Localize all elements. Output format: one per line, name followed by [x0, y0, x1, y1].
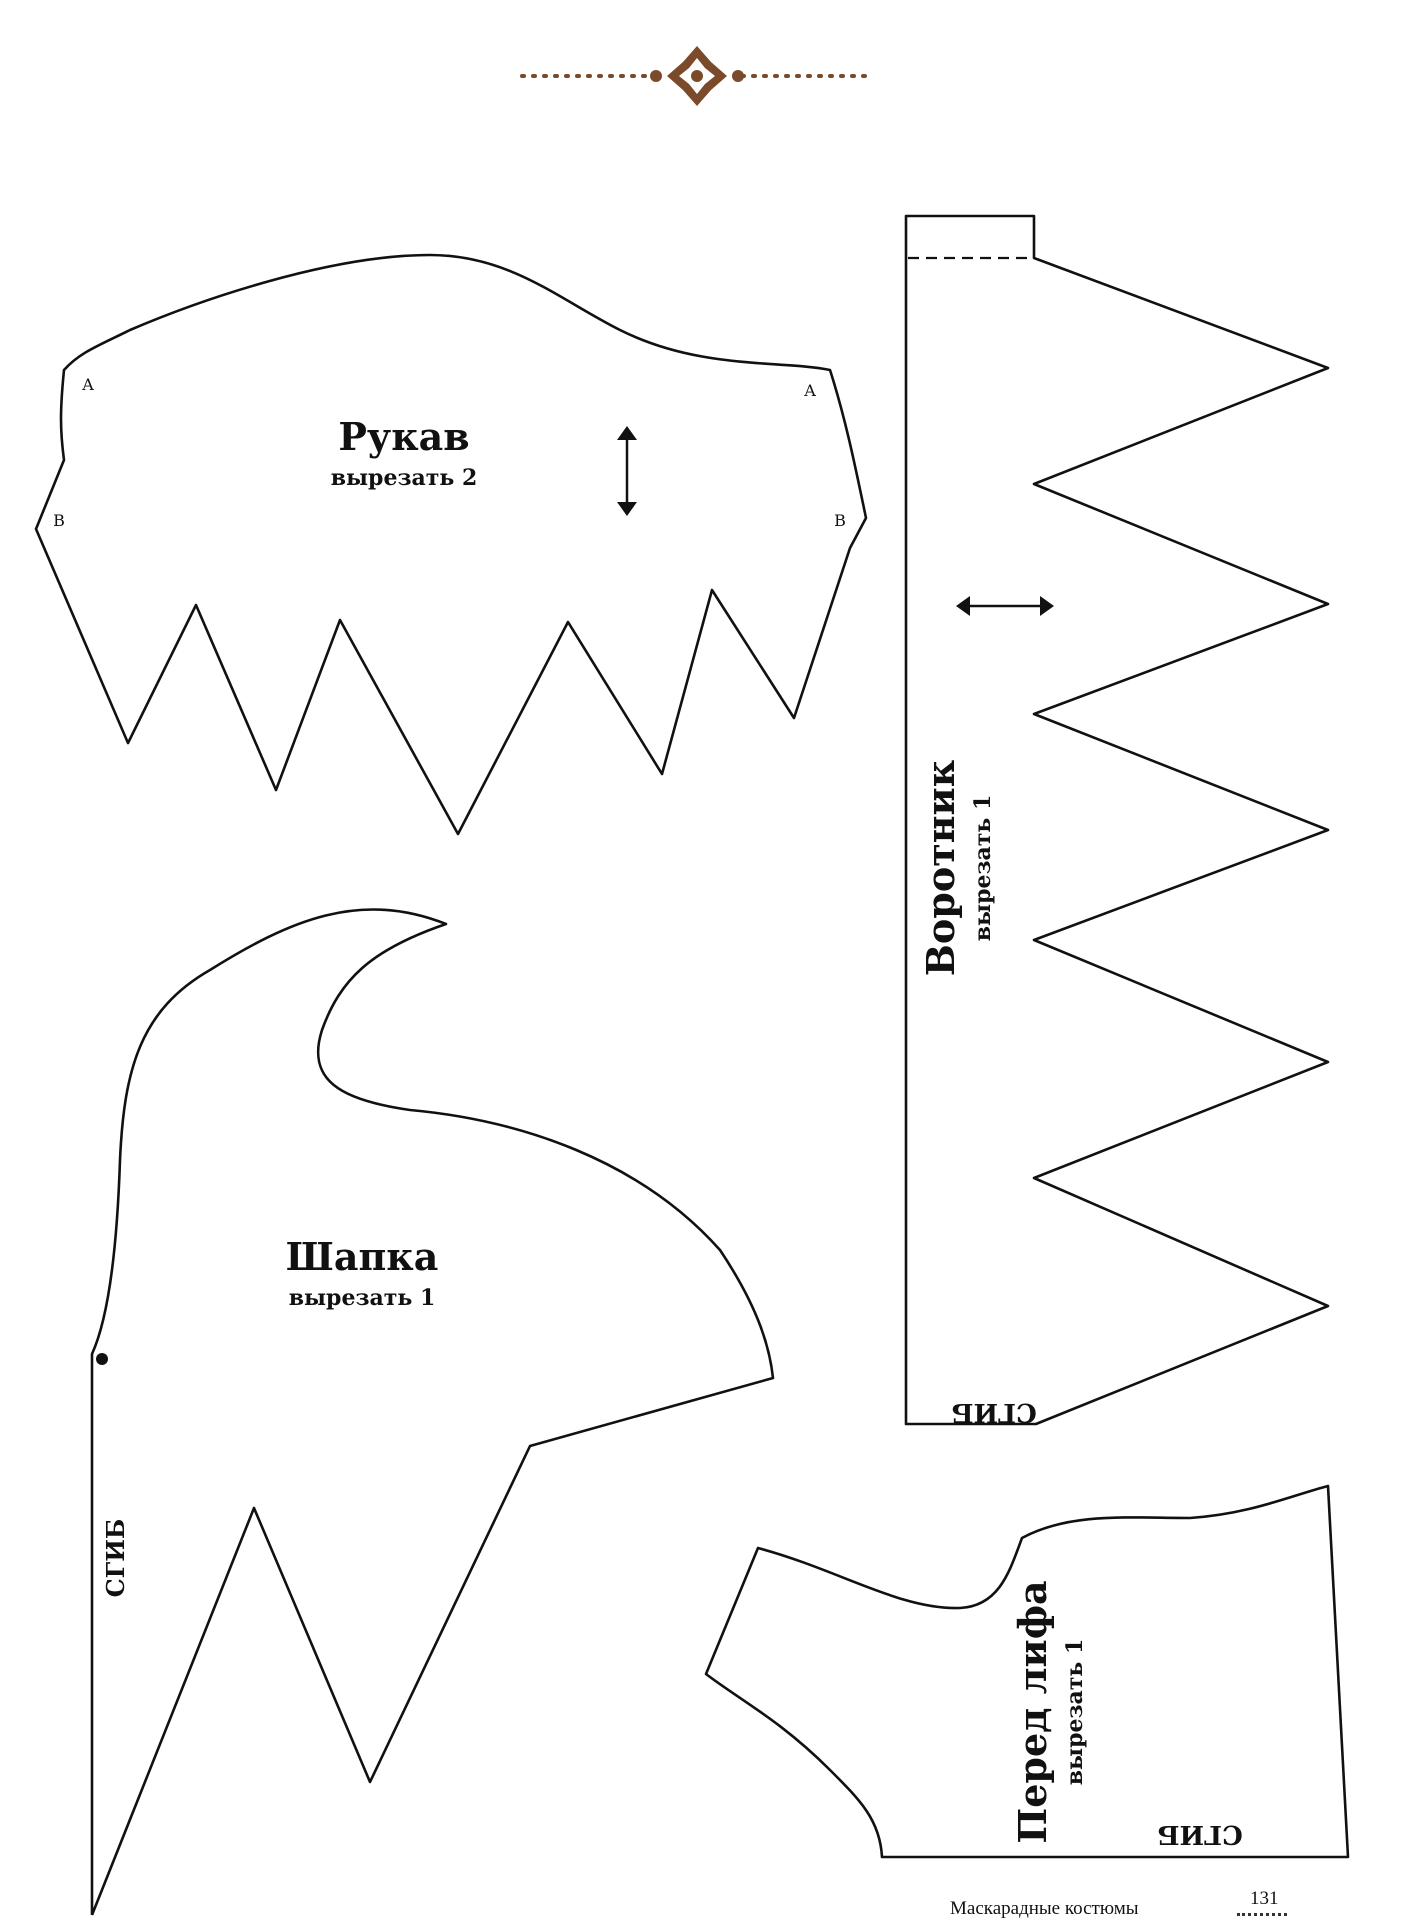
footer-book-title: Маскарадные костюмы [950, 1898, 1139, 1919]
hat-title: Шапка [286, 1234, 439, 1279]
sleeve-title: Рукав [338, 414, 469, 459]
hat-fold-label: СГИБ [101, 1519, 130, 1598]
grainline-arrow-icon [956, 596, 1054, 616]
sleeve-mark-b-right: B [834, 511, 846, 530]
footer-divider [1237, 1913, 1287, 1916]
collar-title: Воротник [918, 760, 963, 976]
bodice-front-fold-label: СГИБ [1157, 1819, 1242, 1849]
sleeve-mark-b-left: B [53, 511, 65, 530]
hat-notch-marker [96, 1353, 108, 1365]
collar-cut-count: вырезать 1 [970, 795, 996, 942]
sleeve-mark-a-right: A [803, 381, 816, 400]
bodice-front-title: Перед лифа [1010, 1580, 1055, 1843]
bodice-front-piece: Перед лифа вырезать 1 СГИБ [704, 1484, 1350, 1859]
collar-fold-label: СГИБ [951, 1397, 1036, 1427]
sleeve-piece: A A B B Рукав вырезать 2 [34, 253, 868, 836]
hat-cut-count: вырезать 1 [289, 1285, 436, 1311]
footer-page-number: 131 [1250, 1888, 1279, 1909]
header-ornament [520, 46, 874, 106]
sleeve-mark-a-left: A [81, 375, 94, 394]
sleeve-cut-count: вырезать 2 [331, 465, 478, 491]
collar-piece: Воротник вырезать 1 СГИБ [904, 214, 1330, 1427]
hat-piece: Шапка вырезать 1 СГИБ [90, 908, 775, 1916]
bodice-front-cut-count: вырезать 1 [1062, 1639, 1088, 1786]
grainline-arrow-icon [617, 426, 637, 516]
